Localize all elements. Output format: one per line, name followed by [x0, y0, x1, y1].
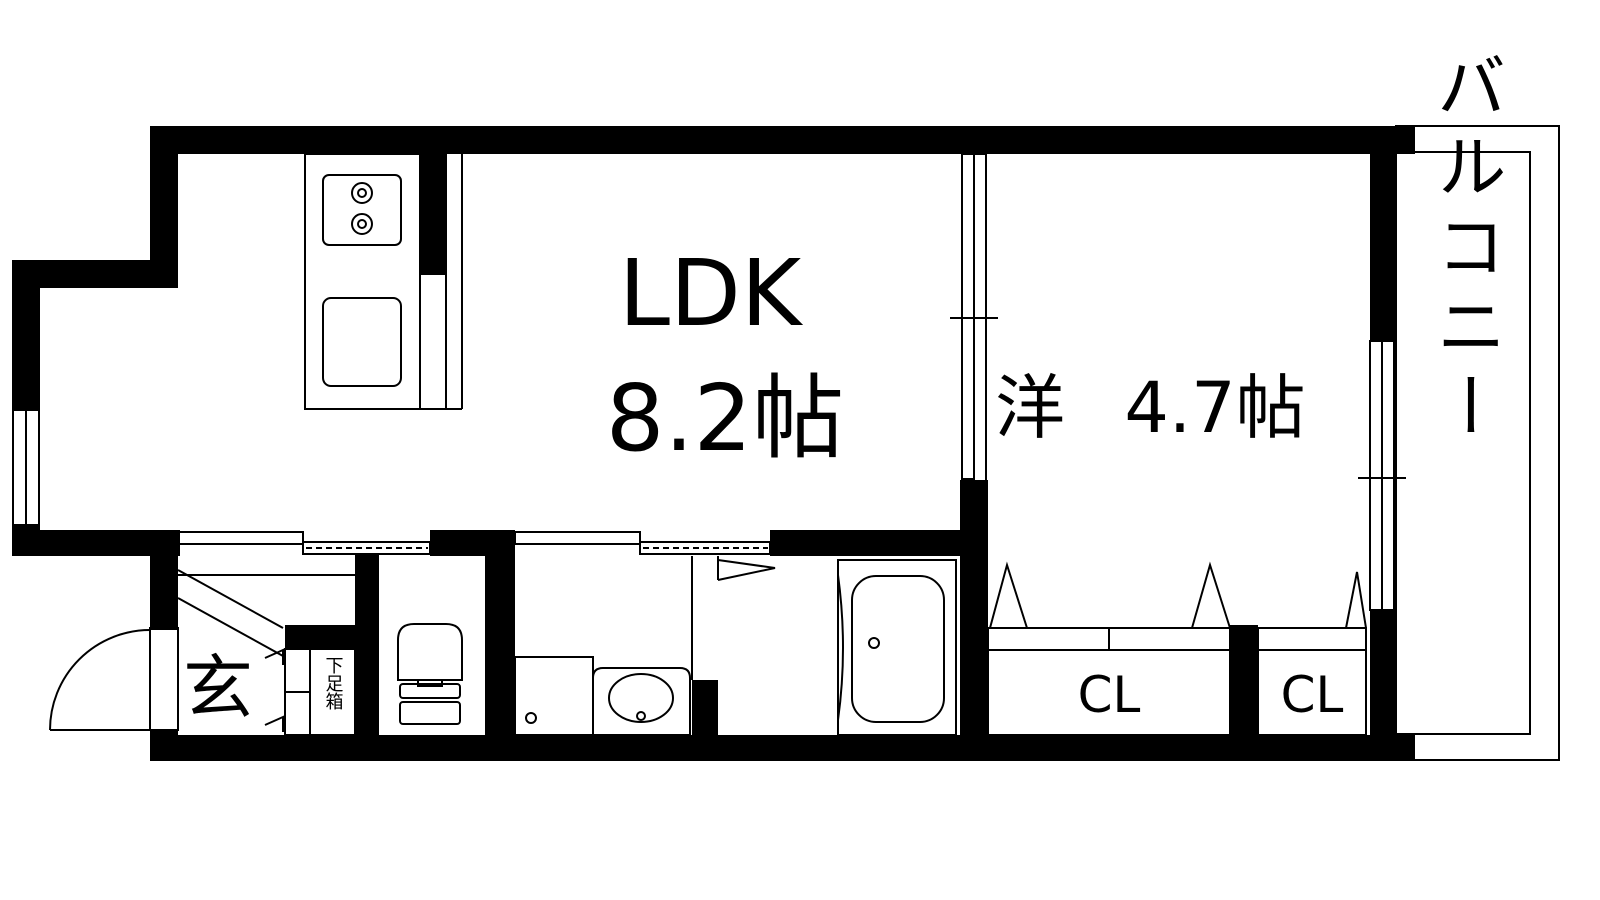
wash-curtain [691, 556, 776, 680]
toilet-icon [397, 623, 463, 725]
walls [12, 126, 1415, 761]
balcony-label: バルコニー [1425, 50, 1507, 450]
closet-area [987, 561, 1367, 736]
ldk-size-label: 8.2帖 [606, 365, 844, 472]
closet-1-label: CL [1078, 666, 1141, 724]
entrance-steps [177, 569, 355, 732]
left-window [12, 409, 40, 526]
shoe-cabinet [284, 648, 356, 736]
western-room-label: 洋 [995, 367, 1065, 449]
washer-pan-icon [514, 656, 594, 736]
kitchen-counter [304, 153, 463, 410]
ldk-label: LDK [619, 240, 804, 347]
entrance-door [49, 627, 179, 731]
entrance-label: 玄 [183, 647, 253, 729]
sliding-door-washroom [514, 531, 771, 555]
bathtub-icon [837, 559, 957, 736]
sliding-door-western [950, 153, 998, 635]
sliding-door-entrance [177, 531, 431, 555]
western-window [1358, 340, 1406, 611]
balcony [1395, 125, 1560, 761]
closet-2-label: CL [1281, 666, 1344, 724]
sink-icon [322, 297, 402, 387]
western-size-label: 4.7帖 [1124, 367, 1305, 449]
stove-icon [322, 174, 402, 246]
shoe-cabinet-label: 下足箱 [323, 656, 344, 710]
washbasin-icon [592, 667, 691, 736]
